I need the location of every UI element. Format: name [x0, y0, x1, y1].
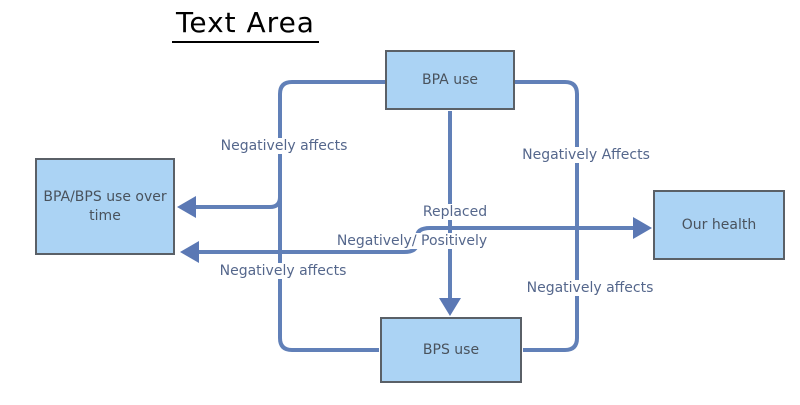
arrowhead-left-lower-icon — [180, 241, 199, 263]
arrowhead-down-icon — [439, 298, 461, 316]
edge-label-lower-right[interactable]: Negatively affects — [523, 280, 657, 296]
edge-label-upper-right[interactable]: Negatively Affects — [519, 147, 653, 163]
node-bpa-bps-use-over-time[interactable]: BPA/BPS use over time — [35, 158, 175, 255]
edge-label-negatively-positively[interactable]: Negatively/ Positively — [333, 233, 491, 249]
node-our-health[interactable]: Our health — [653, 190, 785, 260]
node-bps-use[interactable]: BPS use — [380, 317, 522, 383]
connector-right-loop — [515, 80, 579, 352]
arrowhead-right-icon — [633, 217, 652, 239]
edge-label-upper-left[interactable]: Negatively affects — [217, 138, 351, 154]
diagram-title[interactable]: Text Area — [172, 6, 319, 43]
node-bpa-use[interactable]: BPA use — [385, 50, 515, 110]
arrowhead-left-upper-icon — [177, 196, 196, 218]
connector-to-overtime-upper — [196, 186, 282, 209]
edge-label-replaced[interactable]: Replaced — [419, 204, 491, 220]
connector-left-loop — [278, 80, 385, 352]
edge-label-lower-left[interactable]: Negatively affects — [216, 263, 350, 279]
